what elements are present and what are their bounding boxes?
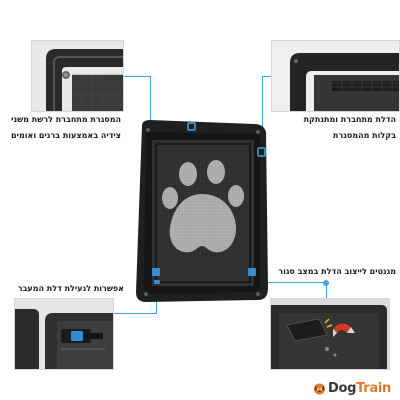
caption-detach-line2: בקלות מהמסגרת: [333, 131, 396, 140]
caption-lock: אפשרות לנעילת דלת המעבר: [17, 284, 124, 293]
caption-frame-line2: צידיה באמצעות ברגים ואומים: [11, 131, 121, 140]
magnet-closeup: [270, 298, 390, 370]
door-detach-closeup: [271, 40, 400, 112]
brand-name-part1: Dog: [328, 380, 357, 396]
caption-frame-line1: המסגרת מתחברת לרשת משני: [11, 115, 121, 124]
leader-bottom-right-v: [326, 282, 327, 298]
leader-bottom-left-h: [114, 313, 157, 314]
leader-top-right-h: [262, 76, 271, 77]
lock-slider-closeup: [14, 298, 114, 370]
caption-magnets: מגנטים לייצוב הדלת במצב סגור: [278, 267, 396, 276]
frame-screws-closeup: [31, 40, 124, 112]
brand-logo: Dog Train: [313, 380, 391, 396]
brand-name-part2: Train: [356, 380, 391, 396]
caption-detach-line1: הדלת מתחברת ומתנתקת: [303, 115, 396, 124]
pet-door-paw-icon: [136, 120, 268, 302]
leader-bottom-right-h: [262, 282, 327, 283]
pet-door: [132, 116, 270, 304]
leader-top-right-v: [262, 76, 263, 150]
leader-top-left-h: [124, 76, 151, 77]
leader-top-left-v: [150, 76, 151, 126]
leader-dot-bottom-right: [323, 280, 329, 286]
dog-head-icon: [314, 383, 325, 394]
